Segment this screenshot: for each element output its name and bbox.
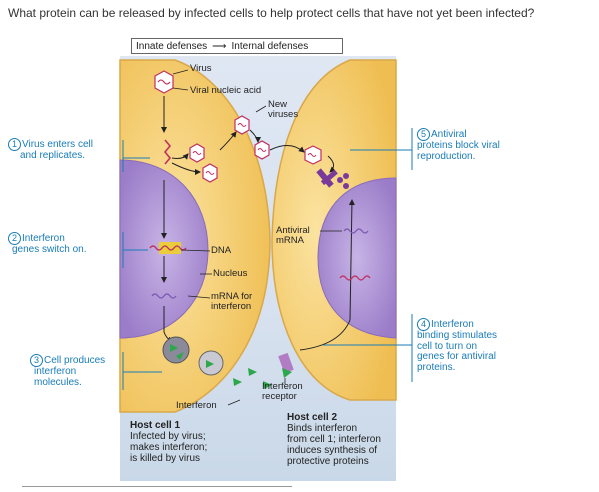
bottom-divider	[22, 486, 292, 487]
mrna-interferon	[151, 293, 177, 299]
right-arrow-icon: ⟶	[212, 40, 227, 52]
ribosome	[162, 336, 190, 364]
host-cell-2	[271, 59, 397, 401]
interferon-receptor	[278, 352, 294, 378]
label-nucleus: Nucleus	[213, 268, 248, 279]
host-cell-1	[119, 59, 271, 413]
defense-header: Innate defenses ⟶ Internal defenses	[131, 38, 343, 54]
host-cell-1-description: Host cell 1 Infected by virus; makes int…	[130, 420, 208, 464]
antiviral-protein	[316, 168, 349, 189]
label-virus: Virus	[190, 63, 212, 74]
nucleus-2	[317, 177, 397, 339]
antiviral-mrna	[343, 228, 369, 234]
viral-nucleic-acid	[163, 139, 172, 165]
header-innate: Innate defenses	[136, 40, 208, 52]
label-viral-nucleic-acid: Viral nucleic acid	[190, 85, 262, 96]
question-text: What protein can be released by infected…	[8, 6, 535, 20]
host-cell-2-description: Host cell 2 Binds interferon from cell 1…	[287, 412, 381, 467]
interferon-gene	[159, 242, 181, 254]
antiviral-gene	[339, 275, 371, 281]
header-internal: Internal defenses	[231, 40, 309, 52]
label-dna: DNA	[211, 245, 232, 256]
interferon-molecule	[170, 344, 272, 389]
label-interferon: Interferon	[176, 400, 217, 411]
